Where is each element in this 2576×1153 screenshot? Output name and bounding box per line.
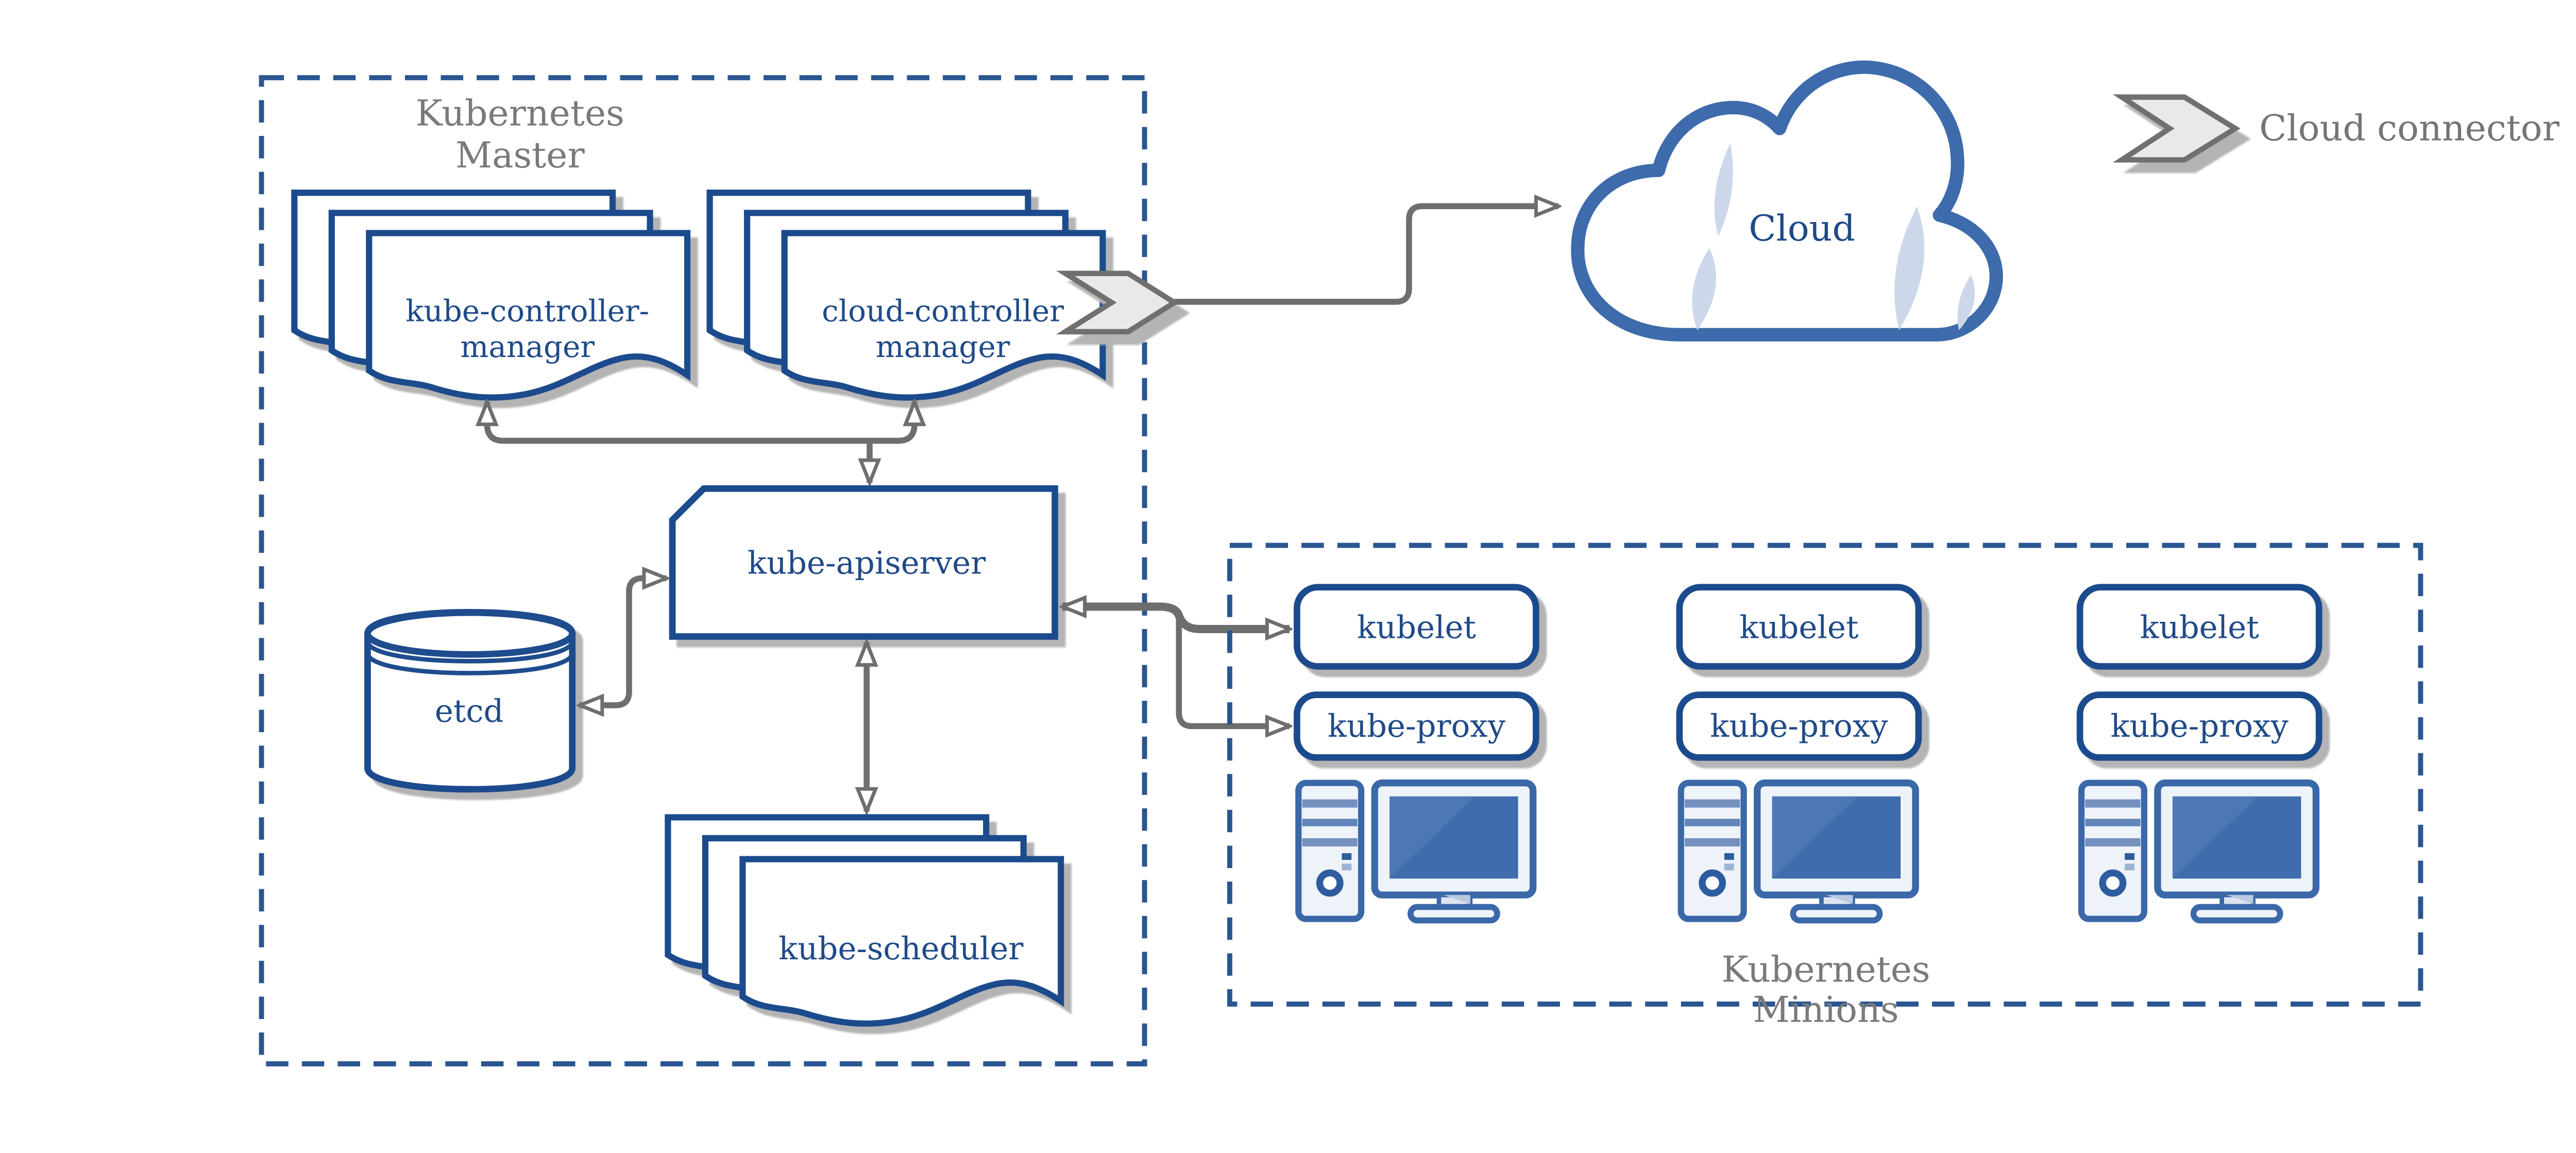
kubernetes-minions-group: kubelet kube-proxy kubelet kube-proxy ku… xyxy=(1227,542,2424,1031)
kubelet-box xyxy=(1676,584,1922,670)
beveled-card-shape xyxy=(669,485,1058,640)
cloud-crescent xyxy=(1714,143,1733,236)
kubernetes-architecture-diagram: Kubernetes Master kube-controller- manag… xyxy=(259,60,2560,1066)
arrow-junction-controllers xyxy=(487,402,914,444)
kube-apiserver-node: kube-apiserver xyxy=(669,485,1058,640)
kube-controller-manager-label-line1: kube-controller- xyxy=(405,294,649,329)
etcd-node: etcd xyxy=(364,609,576,793)
cloud-connector-chevron-icon xyxy=(2112,94,2241,163)
minions-label-line1: Kubernetes xyxy=(1721,948,1930,990)
master-label-line1: Kubernetes xyxy=(416,93,624,134)
master-dashed-border xyxy=(259,75,1147,1066)
kube-scheduler-node: kube-scheduler xyxy=(668,817,1061,1023)
kubernetes-master-group: Kubernetes Master kube-controller- manag… xyxy=(259,75,1147,1066)
minions-dashed-border xyxy=(1227,542,2424,1007)
cloud-controller-manager-label-line2: manager xyxy=(876,329,1010,364)
kube-apiserver-label: kube-apiserver xyxy=(748,545,986,582)
kube-proxy-box xyxy=(1676,691,1922,761)
kube-proxy-label: kube-proxy xyxy=(1328,708,1506,744)
legend-label: Cloud connector xyxy=(2259,108,2560,149)
minions-label-line2: Minions xyxy=(1753,989,1899,1031)
cloud-group: Cloud xyxy=(1571,60,2003,342)
arrow-apiserver-kubeproxy xyxy=(1176,618,1290,726)
cloud-label: Cloud xyxy=(1749,208,1855,249)
cylinder-ring xyxy=(365,640,575,664)
kubelet-box xyxy=(2076,584,2323,670)
cloud-crescent xyxy=(1894,206,1925,330)
connectors xyxy=(487,206,1558,811)
cloud-crescent xyxy=(1957,275,1975,330)
kube-proxy-box xyxy=(2076,691,2323,761)
arrow-apiserver-etcd xyxy=(580,578,666,705)
kube-proxy-label: kube-proxy xyxy=(2111,708,2289,744)
cloud-crescent xyxy=(1692,248,1716,330)
workstation-icon xyxy=(1681,783,1916,921)
master-label-line2: Master xyxy=(455,134,585,176)
cylinder-top xyxy=(364,609,576,658)
arrow-to-cloud xyxy=(1174,206,1558,305)
workstation-icon xyxy=(2081,783,2316,921)
minion-node-1: kubelet kube-proxy xyxy=(1294,584,1539,921)
kubelet-label: kubelet xyxy=(1357,609,1476,646)
kubelet-label: kubelet xyxy=(2140,609,2259,646)
arrow-apiserver-kubelet xyxy=(1062,606,1290,629)
cloud-icon xyxy=(1571,60,2003,342)
kubelet-box xyxy=(1294,584,1539,670)
kube-scheduler-label: kube-scheduler xyxy=(778,930,1024,967)
etcd-label: etcd xyxy=(435,693,504,730)
workstation-icon xyxy=(1298,783,1533,921)
kube-proxy-box xyxy=(1294,691,1539,761)
kube-controller-manager-label-line2: manager xyxy=(460,329,595,364)
kube-controller-manager-node: kube-controller- manager xyxy=(294,193,687,398)
kubelet-label: kubelet xyxy=(1739,609,1858,646)
cylinder-ring xyxy=(365,652,575,675)
legend-group: Cloud connector xyxy=(2112,94,2560,163)
cloud-controller-manager-label-line1: cloud-controller xyxy=(822,294,1064,329)
minion-node-2: kubelet kube-proxy xyxy=(1676,584,1922,921)
minion-node-3: kubelet kube-proxy xyxy=(2076,584,2323,921)
cloud-controller-manager-node: cloud-controller manager xyxy=(710,193,1103,398)
cloud-connector-chevron-icon xyxy=(1056,270,1180,335)
kube-proxy-label: kube-proxy xyxy=(1710,708,1888,744)
